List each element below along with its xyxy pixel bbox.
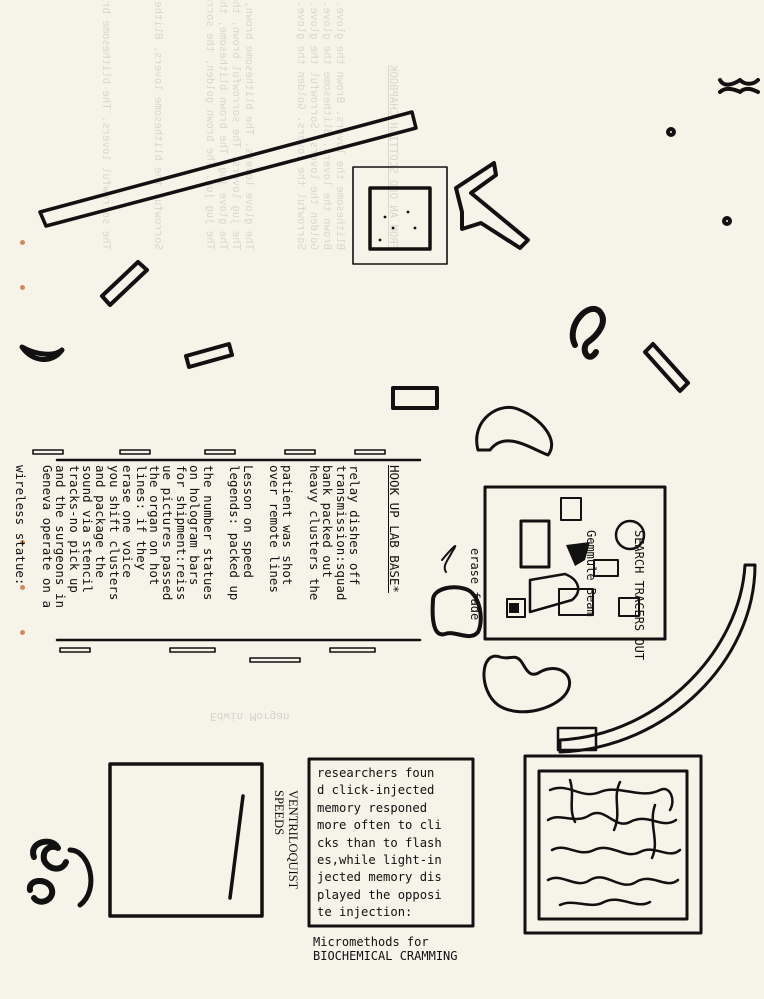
hook-line: sound via stencil xyxy=(80,465,96,593)
arc-band xyxy=(558,563,757,754)
block-shape xyxy=(100,260,149,307)
punch-hole xyxy=(20,240,25,245)
ventriloquist-frame xyxy=(108,762,264,918)
tracer-inner xyxy=(506,598,526,618)
ventriloquist-stroke xyxy=(228,794,245,900)
block-shape xyxy=(643,342,690,393)
maze-frame xyxy=(523,754,703,935)
hook-line-gap xyxy=(255,465,268,665)
maze-scribbles xyxy=(546,778,682,907)
bracket-shape xyxy=(718,78,760,94)
hook-line: over remote lines xyxy=(266,465,282,593)
research-frame xyxy=(307,757,475,928)
tracer-inner xyxy=(593,559,619,577)
hook-line: ue pictures passed xyxy=(160,465,176,601)
ear-shape xyxy=(27,878,56,905)
hook-line: relay dishes off xyxy=(346,465,362,586)
hook-line: erase one voice xyxy=(120,465,136,578)
hook-line: Geneva operate on a xyxy=(39,465,55,608)
hook-line: the number statues xyxy=(200,465,216,601)
hook-line-gap xyxy=(294,465,307,665)
crescent-shape xyxy=(19,344,65,362)
tracer-inner xyxy=(618,597,640,617)
tracer-inner xyxy=(519,519,551,569)
hook-line: Lesson on speed xyxy=(240,465,256,578)
tracer-frame xyxy=(483,485,667,641)
dash-rect xyxy=(249,657,301,663)
dash-rect xyxy=(204,449,236,455)
dash-rect xyxy=(169,647,216,653)
tracer-inner xyxy=(558,588,594,616)
ear-shape xyxy=(67,847,94,908)
s-curve-shape xyxy=(569,306,606,360)
squiggle-shape xyxy=(441,545,457,573)
dash-rect xyxy=(354,449,386,455)
search-title: SEARCH TRACERS OUT xyxy=(632,530,646,661)
dot-shape xyxy=(666,127,676,137)
hook-line: tracks-no pick up xyxy=(66,465,82,593)
hook-line: patient was shot xyxy=(280,465,296,586)
hook-line: and the surgeons in xyxy=(53,465,69,608)
dot-shape xyxy=(378,238,382,242)
dash-rect xyxy=(59,647,91,653)
dot-shape xyxy=(383,215,387,219)
blob-shape xyxy=(430,585,483,638)
dot-shape xyxy=(391,226,395,230)
search-subtitle: Gemmule Beam xyxy=(584,530,598,617)
diagonal-bar-shape xyxy=(38,110,418,228)
arc-rect xyxy=(556,726,598,752)
ventriloquist-label: VENTRILOQUIST SPEEDS xyxy=(272,790,300,890)
tracer-inner xyxy=(560,497,582,521)
hook-line: bank packed out xyxy=(320,465,336,578)
hook-line: legends: packed up xyxy=(227,465,243,601)
hook-line: on hologram bars xyxy=(187,465,203,586)
hook-line: lines: if they xyxy=(133,465,149,571)
punch-hole xyxy=(20,630,25,635)
dot-shape xyxy=(413,226,417,230)
block-shape xyxy=(391,386,439,410)
dash-rect xyxy=(284,449,316,455)
framed-square xyxy=(352,166,448,265)
hook-line: you shift clusters xyxy=(106,465,122,601)
dot-shape xyxy=(722,216,732,226)
micromethods-caption: Micromethods for BIOCHEMICAL CRAMMING xyxy=(313,935,458,963)
hook-line-gap xyxy=(215,465,228,665)
filled-mark xyxy=(509,603,519,613)
dash-rect xyxy=(32,449,64,455)
bean-shape xyxy=(482,654,572,714)
dash-rect xyxy=(329,647,376,653)
hook-line: for shipment:reiss xyxy=(173,465,189,601)
erase-fade-label: erase fade xyxy=(468,548,482,621)
dash-rect xyxy=(119,449,151,455)
hook-heading: HOOK UP LAB BASE* xyxy=(387,465,403,593)
hook-line: and package the xyxy=(93,465,109,578)
arrow-shape xyxy=(454,161,530,250)
hook-line: the organ on hot xyxy=(147,465,163,586)
block-shape xyxy=(184,342,234,369)
search-tracers-label: SEARCH TRACERS OUT Gemmule Beam xyxy=(551,530,679,660)
hook-line: heavy clusters the xyxy=(306,465,322,601)
bean-shape xyxy=(475,405,554,457)
dot-shape xyxy=(406,210,410,214)
punch-hole xyxy=(20,285,25,290)
hook-line: wireless statue: xyxy=(13,465,29,586)
research-text: researchers foun d click-injected memory… xyxy=(317,766,442,920)
brush-mark xyxy=(566,542,590,566)
hook-line-gap xyxy=(27,465,40,665)
punch-hole xyxy=(20,585,25,590)
hook-line: transmission:squad xyxy=(333,465,349,601)
punch-hole xyxy=(20,540,25,545)
maze-inner xyxy=(537,769,689,921)
ear-shape xyxy=(30,838,69,872)
framed-square-inner xyxy=(368,186,432,251)
tracer-circle xyxy=(614,519,646,551)
